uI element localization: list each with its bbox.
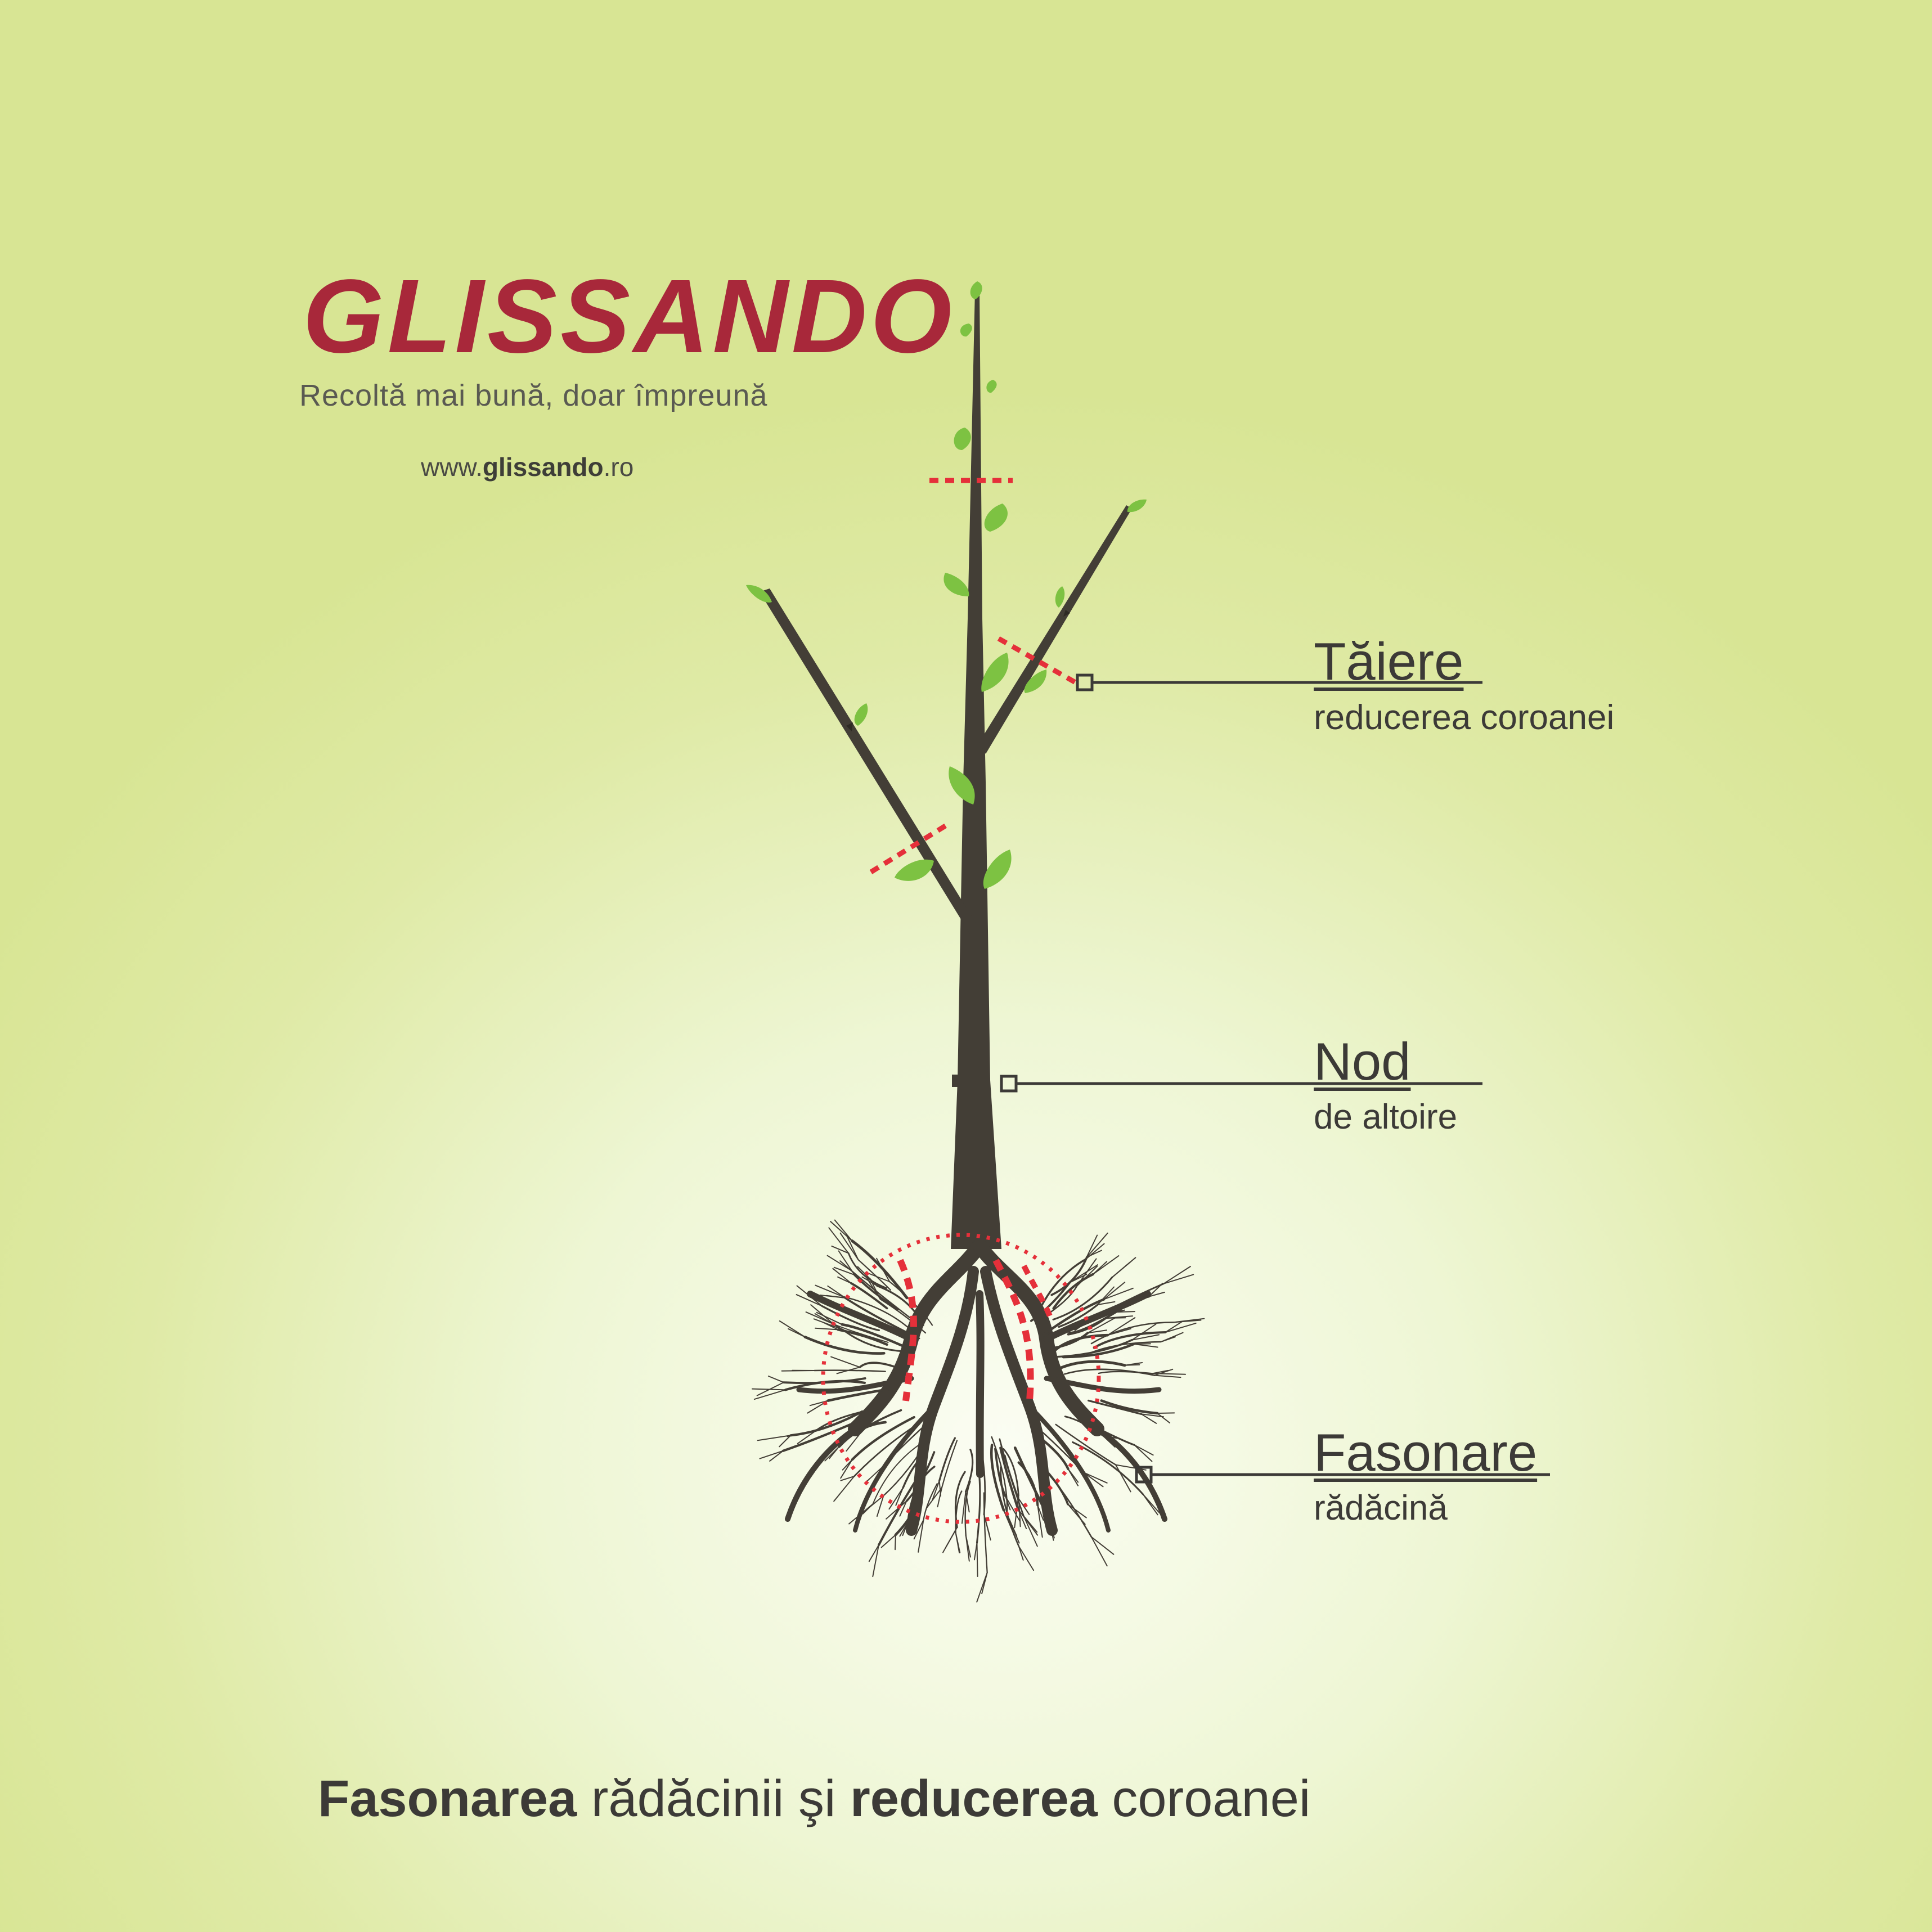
footer-text-4: coroanei	[1097, 1770, 1311, 1827]
tree-trunk	[760, 290, 1132, 1249]
callout-title-graft: Nod	[1314, 1032, 1411, 1091]
footer-bold-1: Fasonarea	[318, 1770, 577, 1827]
callout-title-cut: Tăiere	[1314, 632, 1464, 691]
footer-caption: Fasonarea rădăcinii şi reducerea coroane…	[318, 1769, 1310, 1828]
callout-subtitle-cut: reducerea coroanei	[1314, 698, 1615, 737]
root-trim-circle	[821, 1233, 1101, 1524]
callout-subtitle-roots: rădăcină	[1314, 1489, 1448, 1527]
callout-leaders	[1000, 673, 1550, 1484]
website-domain: glissando	[482, 452, 604, 482]
tree-leaves	[746, 281, 1147, 889]
cut-marks	[821, 478, 1101, 1524]
footer-bold-3: reducerea	[850, 1770, 1098, 1827]
root-fibers	[752, 1219, 1205, 1603]
tree-roots	[785, 1239, 1167, 1536]
callout-title-roots: Fasonare	[1314, 1423, 1538, 1482]
callout-subtitle-graft: de altoire	[1314, 1098, 1458, 1136]
footer-text-2: rădăcinii şi	[577, 1770, 850, 1827]
brand-tagline: Recoltă mai bună, doar împreună	[299, 379, 768, 412]
website-prefix: www.	[421, 452, 483, 482]
brand-logo: GLISSANDO	[303, 258, 955, 375]
website-link[interactable]: www.glissando.ro	[421, 452, 633, 482]
website-suffix: .ro	[603, 452, 634, 482]
